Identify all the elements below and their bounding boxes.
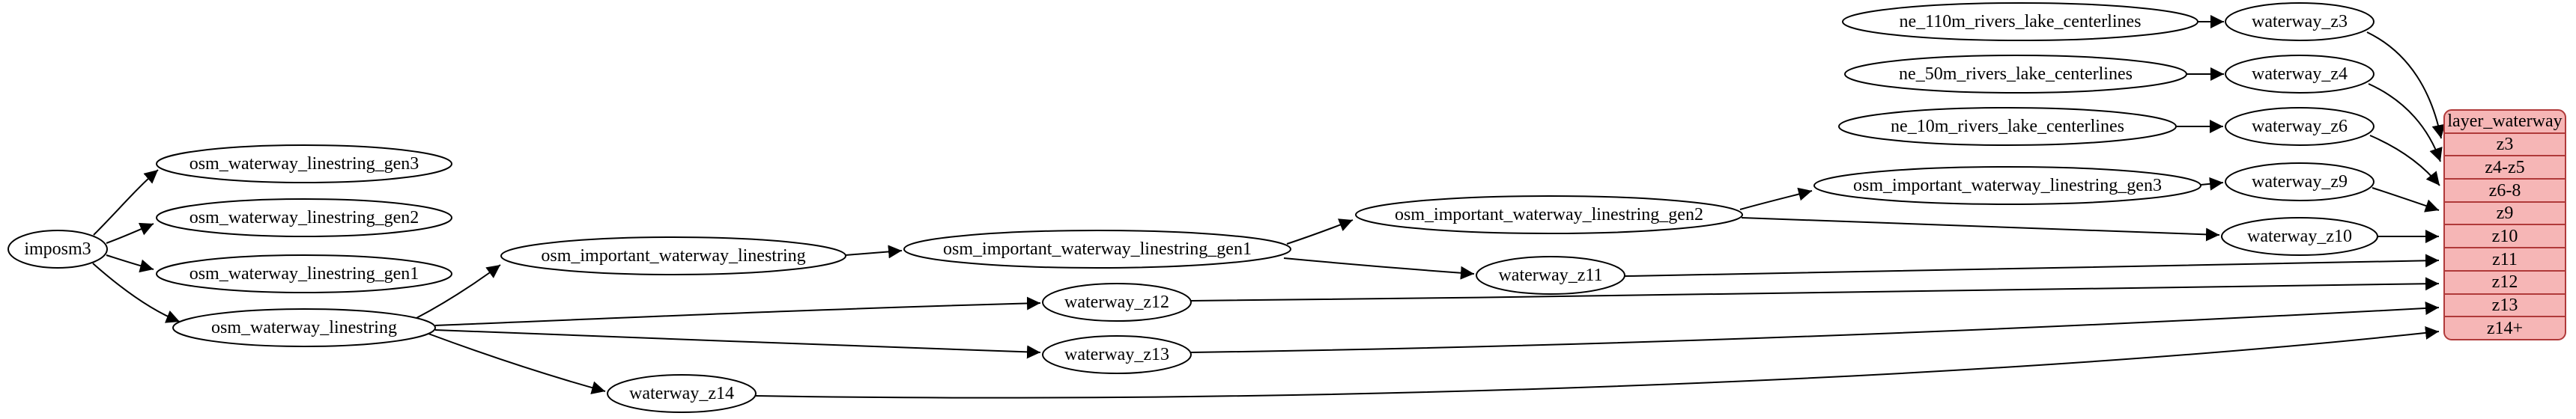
table-header-layer_waterway: layer_waterway: [2447, 111, 2562, 131]
node-imposm3-label: imposm3: [24, 239, 91, 259]
table-row-z6-8: z6-8: [2489, 181, 2521, 201]
table-row-z13: z13: [2492, 296, 2518, 315]
node-waterway_z6-label: waterway_z6: [2252, 117, 2348, 136]
node-imposm3-shape: [7, 230, 108, 269]
edge-gen2-to-waterway_z10: [1741, 217, 2220, 242]
node-osm_waterway_linestring: osm_waterway_linestring: [172, 308, 436, 347]
node-osm_important_waterway_linestring_gen2-label: osm_important_waterway_linestring_gen2: [1395, 205, 1703, 224]
node-ne_10m_rivers_lake_centerlines-label: ne_10m_rivers_lake_centerlines: [1891, 117, 2124, 136]
node-ne_110m_rivers_lake_centerlines: ne_110m_rivers_lake_centerlines: [1842, 2, 2198, 41]
edge-imposm3-to-osm_waterway_linestring_gen3: [93, 169, 159, 236]
node-osm_important_waterway_linestring_gen1-shape: [903, 230, 1291, 269]
edge-waterway_z13-to-layer-row-z13: [1190, 301, 2440, 353]
node-waterway_z9-shape: [2225, 162, 2375, 201]
node-ne_50m_rivers_lake_centerlines-label: ne_50m_rivers_lake_centerlines: [1899, 64, 2133, 84]
node-waterway_z6-shape: [2225, 107, 2375, 146]
table-row-z4-z5: z4-z5: [2485, 158, 2524, 177]
edge-imposm3-to-osm_waterway_linestring: [92, 263, 181, 323]
node-waterway_z4-shape: [2225, 55, 2375, 94]
node-osm_important_waterway_linestring-label: osm_important_waterway_linestring: [541, 246, 805, 266]
node-osm_waterway_linestring_gen1-label: osm_waterway_linestring_gen1: [190, 264, 419, 284]
edge-waterway_z9-to-layer-row-z9: [2372, 187, 2440, 212]
node-waterway_z10-label: waterway_z10: [2247, 227, 2352, 246]
node-ne_110m_rivers_lake_centerlines-shape: [1842, 2, 2198, 41]
node-osm_waterway_linestring_gen1: osm_waterway_linestring_gen1: [156, 254, 452, 293]
node-osm_waterway_linestring-label: osm_waterway_linestring: [211, 318, 397, 337]
node-waterway_z4-label: waterway_z4: [2252, 64, 2348, 84]
table-row-z3: z3: [2497, 135, 2514, 154]
node-waterway_z14-label: waterway_z14: [629, 384, 734, 403]
node-waterway_z3-label: waterway_z3: [2252, 12, 2348, 31]
node-osm_important_waterway_linestring_gen3: osm_important_waterway_linestring_gen3: [1813, 166, 2201, 205]
node-osm_important_waterway_linestring_gen1: osm_important_waterway_linestring_gen1: [903, 230, 1291, 269]
node-waterway_z4: waterway_z4: [2225, 55, 2375, 94]
edge-osm_waterway_linestring-to-osm_important_waterway_linestring: [416, 264, 501, 319]
edge-waterway_z6-to-layer-row-z6-8: [2369, 135, 2440, 186]
node-osm_waterway_linestring_gen2: osm_waterway_linestring_gen2: [156, 198, 452, 237]
node-osm_important_waterway_linestring_gen3-shape: [1813, 166, 2201, 205]
node-osm_waterway_linestring_gen1-shape: [156, 254, 452, 293]
edge-waterway_z12-to-layer-row-z12: [1190, 277, 2440, 302]
node-osm_waterway_linestring_gen2-shape: [156, 198, 452, 237]
edge-osm_waterway_linestring-to-waterway_z12: [434, 296, 1041, 326]
edge-osm_waterway_linestring-to-waterway_z13: [434, 329, 1041, 359]
node-waterway_z9-label: waterway_z9: [2252, 172, 2348, 192]
node-ne_50m_rivers_lake_centerlines: ne_50m_rivers_lake_centerlines: [1844, 55, 2187, 94]
node-waterway_z14-shape: [607, 374, 757, 413]
node-ne_50m_rivers_lake_centerlines-shape: [1844, 55, 2187, 94]
node-waterway_z12-shape: [1042, 283, 1192, 322]
table-layer-waterway: layer_waterway z3 z4-z5 z6-8 z9 z10 z11 …: [2443, 109, 2566, 340]
edge-imposm3-to-osm_waterway_linestring_gen1: [106, 254, 154, 273]
node-osm_important_waterway_linestring_gen2-shape: [1355, 195, 1743, 234]
table-row-z11: z11: [2492, 250, 2518, 269]
edge-imposm3-to-osm_waterway_linestring_gen2: [106, 222, 154, 244]
node-imposm3: imposm3: [7, 230, 108, 269]
node-waterway_z3-shape: [2225, 2, 2375, 41]
edges: [92, 15, 2446, 399]
table-row-z9: z9: [2497, 204, 2514, 223]
node-ne_10m_rivers_lake_centerlines-shape: [1838, 107, 2177, 146]
node-osm_important_waterway_linestring: osm_important_waterway_linestring: [500, 236, 846, 275]
node-waterway_z13-label: waterway_z13: [1064, 345, 1169, 364]
edge-waterway_z4-to-layer-row-z4-z5: [2368, 83, 2443, 162]
node-waterway_z11-shape: [1476, 256, 1625, 295]
node-osm_waterway_linestring-shape: [172, 308, 436, 347]
node-osm_waterway_linestring_gen3-label: osm_waterway_linestring_gen3: [190, 154, 419, 174]
edge-gen2-to-gen3: [1739, 187, 1813, 210]
edge-waterway_z14-to-layer-row-z14plus: [755, 325, 2440, 399]
node-waterway_z11: waterway_z11: [1476, 256, 1625, 295]
edge-osm_waterway_linestring-to-waterway_z14: [428, 333, 606, 394]
node-waterway_z6: waterway_z6: [2225, 107, 2375, 146]
node-osm_important_waterway_linestring_gen3-label: osm_important_waterway_linestring_gen3: [1853, 176, 2162, 195]
table-row-z12: z12: [2492, 272, 2518, 292]
node-osm_waterway_linestring_gen3-shape: [156, 144, 452, 183]
edge-waterway_z11-to-layer-row-z11: [1624, 254, 2440, 277]
node-osm_important_waterway_linestring-shape: [500, 236, 846, 275]
node-waterway_z13: waterway_z13: [1042, 335, 1192, 374]
node-waterway_z10-shape: [2221, 217, 2378, 256]
node-ne_10m_rivers_lake_centerlines: ne_10m_rivers_lake_centerlines: [1838, 107, 2177, 146]
table-row-z10: z10: [2492, 227, 2518, 246]
table-row-z14plus: z14+: [2487, 319, 2523, 338]
edge-gen1-to-waterway_z11: [1283, 257, 1475, 280]
node-waterway_z12: waterway_z12: [1042, 283, 1192, 322]
node-ne_110m_rivers_lake_centerlines-label: ne_110m_rivers_lake_centerlines: [1900, 12, 2142, 31]
node-waterway_z12-label: waterway_z12: [1064, 293, 1169, 312]
edge-osm_important_waterway_linestring-to-gen1: [845, 245, 903, 259]
node-waterway_z3: waterway_z3: [2225, 2, 2375, 41]
node-osm_important_waterway_linestring_gen2: osm_important_waterway_linestring_gen2: [1355, 195, 1743, 234]
edge-gen1-to-gen2: [1286, 218, 1354, 245]
node-osm_waterway_linestring_gen2-label: osm_waterway_linestring_gen2: [190, 208, 419, 227]
edge-gen3-to-waterway_z9: [2200, 177, 2224, 191]
node-waterway_z10: waterway_z10: [2221, 217, 2378, 256]
node-osm_important_waterway_linestring_gen1-label: osm_important_waterway_linestring_gen1: [943, 239, 1252, 259]
node-waterway_z13-shape: [1042, 335, 1192, 374]
edge-waterway_z3-to-layer-row-z3: [2366, 31, 2446, 139]
node-waterway_z11-label: waterway_z11: [1498, 266, 1602, 285]
node-waterway_z9: waterway_z9: [2225, 162, 2375, 201]
node-osm_waterway_linestring_gen3: osm_waterway_linestring_gen3: [156, 144, 452, 183]
node-waterway_z14: waterway_z14: [607, 374, 757, 413]
